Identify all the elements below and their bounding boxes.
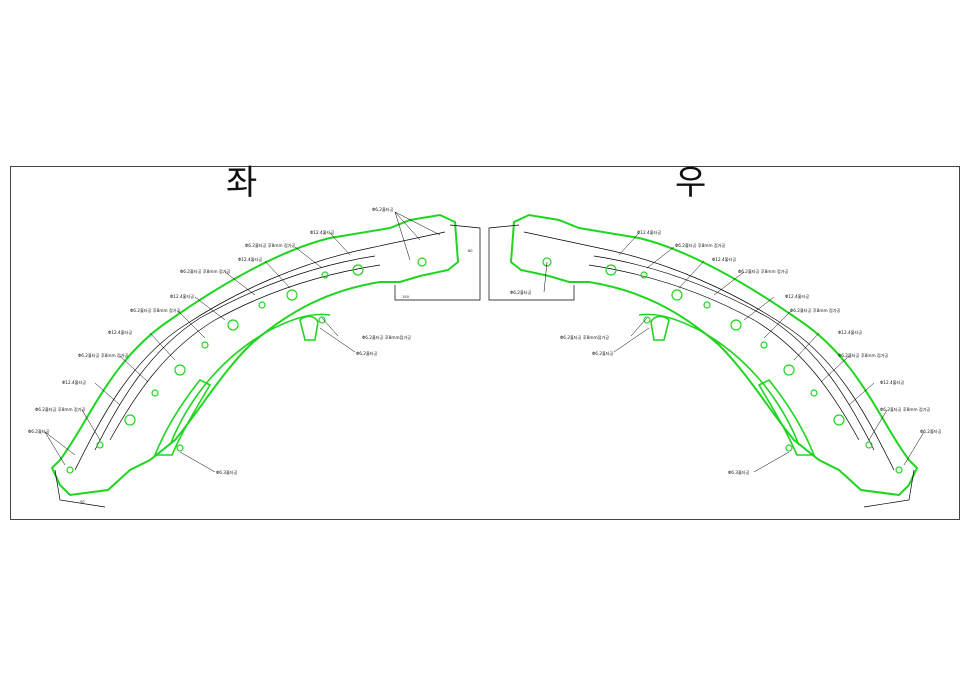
right-end-bracket xyxy=(488,224,915,508)
right-holes xyxy=(542,257,903,474)
hole-marker xyxy=(286,289,298,301)
left-tab xyxy=(299,315,319,341)
hole-marker xyxy=(151,389,159,397)
hole-marker xyxy=(671,289,683,301)
hole-marker xyxy=(833,414,845,426)
hole-marker xyxy=(785,444,793,452)
hole-marker xyxy=(643,316,651,324)
svg-text:60: 60 xyxy=(468,249,473,253)
drawing-frame xyxy=(10,166,960,520)
callout-label: Φ12.4홀타공 xyxy=(170,293,194,300)
callout-label: Φ6.2홀타공 후8mm 접가공 xyxy=(35,406,86,413)
left-dimensions: 150 60 50 xyxy=(80,249,473,504)
hole-marker xyxy=(227,319,239,331)
callout-label: Φ6.2홀타공 후8mm 접가공 xyxy=(130,307,181,314)
left-part-title: 좌 xyxy=(226,163,258,203)
right-outer-profile xyxy=(509,213,919,497)
hole-marker xyxy=(417,257,427,267)
callout-label: Φ6.2홀타공 후8mm 접가공 xyxy=(838,352,889,359)
svg-text:50: 50 xyxy=(80,500,85,504)
right-inner-line-2 xyxy=(593,255,875,451)
left-holes xyxy=(66,257,427,474)
hole-marker xyxy=(783,364,795,376)
hole-marker xyxy=(321,271,329,279)
right-part-title: 우 xyxy=(675,163,707,203)
hole-marker xyxy=(318,316,326,324)
callout-label: Φ6.2홀타공 후8mm 접가공 xyxy=(880,406,931,413)
left-end-bracket xyxy=(54,224,481,508)
right-label-group: Φ12.4홀타공 Φ6.2홀타공 후8mm 접가공 Φ6.2홀타공 Φ12.4홀… xyxy=(510,229,942,476)
hole-marker xyxy=(542,257,552,267)
svg-text:150: 150 xyxy=(402,295,410,299)
hole-marker xyxy=(352,264,364,276)
callout-label: Φ12.4홀타공 xyxy=(712,256,736,263)
right-inner-line-3 xyxy=(588,264,860,441)
right-part xyxy=(488,213,925,508)
callout-label: Φ6.2홀타공 후8mm 접가공 xyxy=(738,268,789,275)
hole-marker xyxy=(124,414,136,426)
callout-label: Φ6.2홀타공 xyxy=(372,206,394,213)
left-label-group: Φ6.2홀타공 Φ12.4홀타공 Φ6.2홀타공 후8mm 접가공 Φ12.4홀… xyxy=(28,206,411,476)
right-tab xyxy=(650,315,670,341)
callout-label: Φ6.2홀타공 후8mm접가공 xyxy=(560,334,609,341)
left-inner-line-1 xyxy=(74,231,446,471)
callout-label: Φ12.4홀타공 xyxy=(238,256,262,263)
left-inner-line-3 xyxy=(109,264,381,441)
hole-marker xyxy=(66,466,74,474)
callout-label: Φ6.2홀타공 xyxy=(510,289,532,296)
callout-label: Φ6.2홀타공 xyxy=(592,350,614,357)
hole-marker xyxy=(96,441,104,449)
hole-marker xyxy=(174,364,186,376)
left-leaders xyxy=(44,211,441,473)
callout-label: Φ6.2홀타공 후8mm 접가공 xyxy=(180,268,231,275)
callout-label: Φ6.3홀타공 xyxy=(216,469,238,476)
hole-marker xyxy=(703,301,711,309)
callout-label: Φ6.3홀타공 xyxy=(728,469,750,476)
hole-marker xyxy=(730,319,742,331)
callout-label: Φ6.2홀타공 xyxy=(920,428,942,435)
hole-marker xyxy=(760,341,768,349)
callout-label: Φ6.2홀타공 xyxy=(356,350,378,357)
callout-label: Φ6.2홀타공 후8mm 접가공 xyxy=(78,352,129,359)
callout-label: Φ12.4홀타공 xyxy=(310,229,334,236)
right-leaders xyxy=(543,232,925,473)
callout-label: Φ6.2홀타공 xyxy=(28,428,50,435)
hole-marker xyxy=(176,444,184,452)
hole-marker xyxy=(810,389,818,397)
callout-label: Φ6.2홀타공 후8mm접가공 xyxy=(362,334,411,341)
callout-label: Φ12.4홀타공 xyxy=(838,329,862,336)
callout-label: Φ6.2홀타공 후8mm 접가공 xyxy=(245,242,296,249)
hole-marker xyxy=(605,264,617,276)
callout-label: Φ12.4홀타공 xyxy=(637,229,661,236)
hole-marker xyxy=(640,271,648,279)
callout-label: Φ12.4홀타공 xyxy=(785,293,809,300)
callout-label: Φ12.4홀타공 xyxy=(62,379,86,386)
hole-marker xyxy=(895,466,903,474)
right-inner-line-1 xyxy=(523,231,895,471)
callout-label: Φ6.2홀타공 후8mm 접가공 xyxy=(675,242,726,249)
left-inner-slot xyxy=(153,378,212,456)
hole-marker xyxy=(258,301,266,309)
callout-label: Φ12.4홀타공 xyxy=(880,379,904,386)
callout-label: Φ6.2홀타공 후8mm 접가공 xyxy=(790,307,841,314)
left-outer-profile xyxy=(50,213,460,497)
right-inner-slot xyxy=(757,378,816,456)
hole-marker xyxy=(201,341,209,349)
left-inner-line-2 xyxy=(94,255,376,451)
hole-marker xyxy=(865,441,873,449)
left-part: 150 60 50 Φ6.2홀타공 Φ12.4홀타공 Φ6.2홀타공 후8mm … xyxy=(28,206,481,508)
callout-label: Φ12.4홀타공 xyxy=(108,329,132,336)
